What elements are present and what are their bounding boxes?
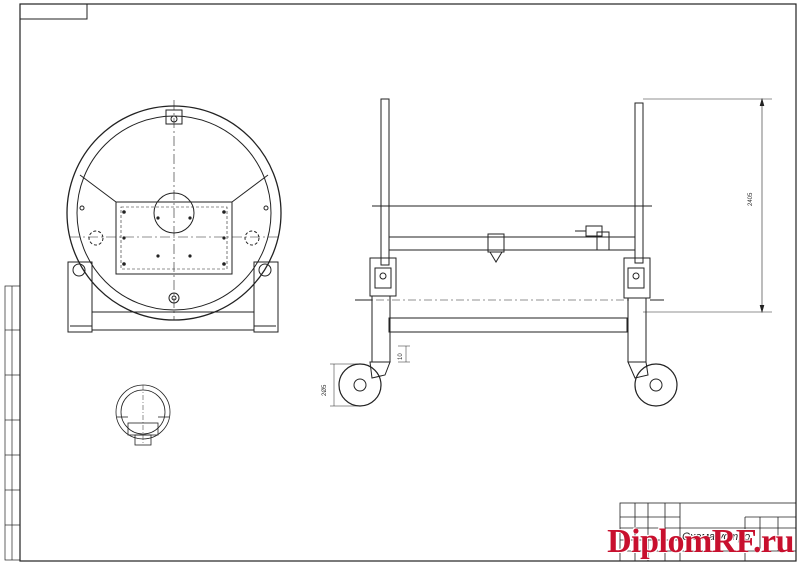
bottom-beam bbox=[91, 311, 255, 331]
watermark-logo: DiplomRF.ru bbox=[607, 523, 794, 560]
right-wheel bbox=[634, 363, 678, 407]
right-bracket bbox=[253, 261, 279, 333]
wheel-dimension-label: 2Ø5 bbox=[322, 384, 328, 396]
detail-view-small bbox=[115, 384, 171, 446]
height-dimension-label: 2405 bbox=[748, 192, 754, 206]
middle-bar bbox=[388, 236, 636, 251]
front-view-drum bbox=[66, 100, 282, 333]
wheel-dimensions bbox=[330, 345, 410, 407]
top-left-stamp bbox=[19, 3, 88, 20]
height-dimension bbox=[643, 97, 772, 314]
title-block bbox=[619, 502, 797, 562]
lower-bar bbox=[388, 317, 628, 333]
sheet-border bbox=[19, 3, 797, 562]
caster-offset-label: 10 bbox=[398, 353, 404, 360]
side-view-cart bbox=[330, 97, 772, 407]
title-block-caption: Схема устро bbox=[682, 531, 751, 543]
right-upright bbox=[634, 102, 644, 264]
side-stamp-strip bbox=[4, 285, 21, 561]
left-bracket bbox=[67, 261, 93, 333]
left-upright bbox=[380, 98, 390, 266]
left-wheel bbox=[338, 363, 382, 407]
mounting-plate bbox=[115, 201, 233, 275]
